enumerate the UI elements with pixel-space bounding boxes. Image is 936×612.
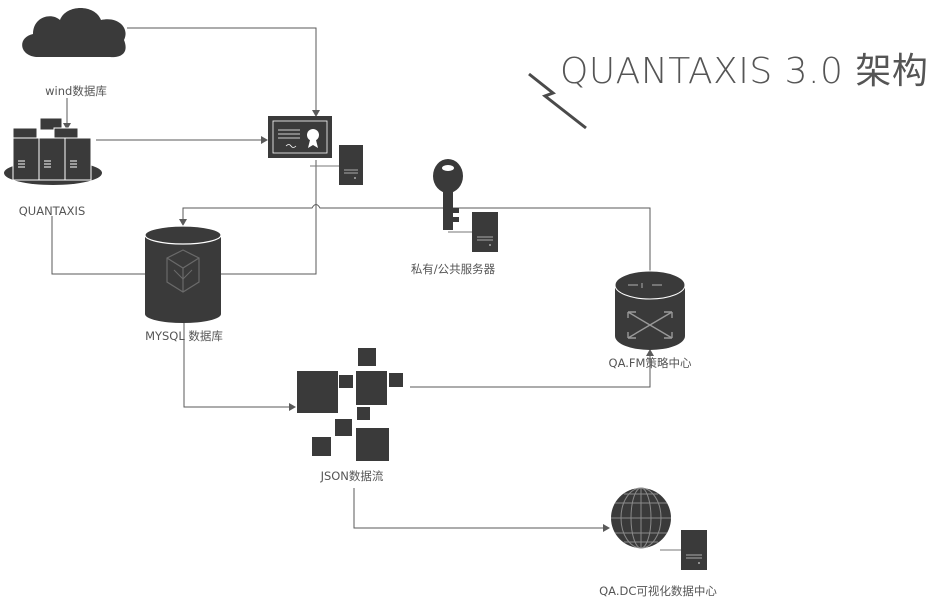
quantaxis-node: QUANTAXIS <box>4 117 102 218</box>
globe-server-icon <box>611 487 707 570</box>
connector-json-fm <box>410 355 651 388</box>
connector-json-dc <box>353 488 604 529</box>
connector-mysql-json <box>183 305 290 408</box>
key-server-icon <box>433 159 498 252</box>
fm-label: QA.FM策略中心 <box>609 356 692 370</box>
connector-wind-cert <box>127 27 317 110</box>
server-node: 私有/公共服务器 <box>411 159 498 276</box>
data-blocks-icon <box>297 348 403 461</box>
arrow-head <box>179 219 187 226</box>
arrow-head <box>603 524 610 532</box>
arrow-head <box>289 403 296 411</box>
wind-label: wind数据库 <box>45 84 107 98</box>
router-icon <box>614 270 686 350</box>
arrow-head <box>63 123 71 130</box>
diagram-title: QUANTAXIS 3.0 架构 <box>560 51 928 92</box>
arrow-head <box>261 136 268 144</box>
certificate-server-icon <box>268 116 363 185</box>
server-label: 私有/公共服务器 <box>411 262 496 276</box>
dc-node: QA.DC可视化数据中心 <box>599 487 717 598</box>
mysql-label: MYSQL 数据库 <box>145 329 223 343</box>
connectors <box>51 27 654 532</box>
title-group: QUANTAXIS 3.0 架构 <box>528 51 928 130</box>
json-node: JSON数据流 <box>297 348 403 483</box>
database-icon <box>144 225 222 323</box>
certificate-node <box>268 116 363 185</box>
connector-server-mysql <box>182 204 651 300</box>
arrow-head <box>646 349 654 356</box>
fm-node: QA.FM策略中心 <box>609 270 692 370</box>
quantaxis-label: QUANTAXIS <box>19 204 86 218</box>
server-cluster-icon <box>4 117 102 185</box>
cloud-icon <box>22 8 126 58</box>
dc-label: QA.DC可视化数据中心 <box>599 584 717 598</box>
wind-node: wind数据库 <box>22 8 126 98</box>
arrow-head <box>312 110 320 117</box>
json-label: JSON数据流 <box>320 469 384 483</box>
mysql-node: MYSQL 数据库 <box>144 225 223 343</box>
lightning-mark <box>528 72 587 130</box>
